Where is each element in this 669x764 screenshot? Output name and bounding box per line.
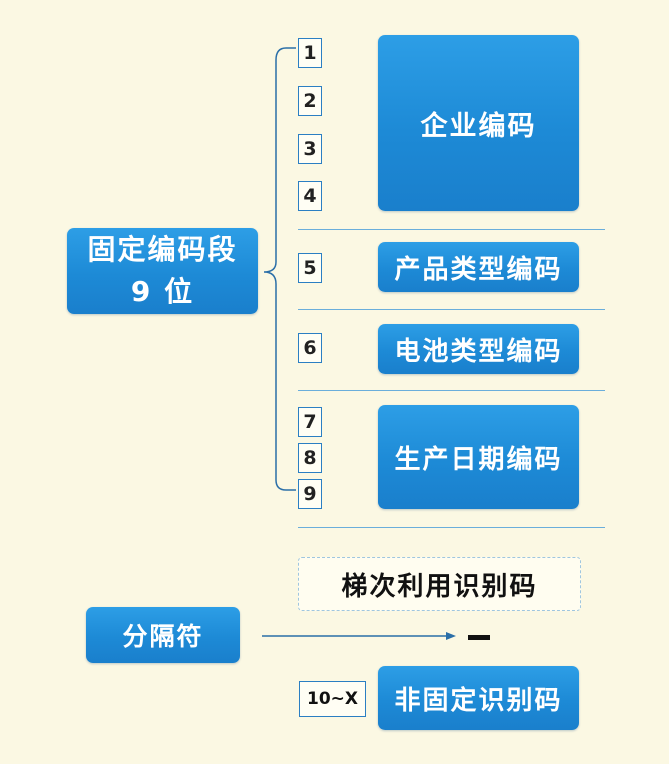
digit-5: 5 (298, 253, 322, 283)
dash-symbol (468, 635, 490, 640)
curly-brace (263, 47, 296, 491)
digit-9: 9 (298, 479, 322, 509)
non-fixed-range: 10~X (299, 681, 366, 717)
digit-2: 2 (298, 86, 322, 116)
enterprise-code-box: 企业编码 (378, 35, 579, 211)
non-fixed-code-box: 非固定识别码 (378, 666, 579, 730)
separator-arrowhead (446, 632, 456, 640)
digit-3: 3 (298, 134, 322, 164)
fixed-segment-box: 固定编码段 9 位 (67, 228, 258, 314)
divider-3 (298, 390, 605, 391)
product-type-code-box: 产品类型编码 (378, 242, 579, 292)
production-date-code-box: 生产日期编码 (378, 405, 579, 509)
divider-2 (298, 309, 605, 310)
battery-type-code-box: 电池类型编码 (378, 324, 579, 374)
fixed-segment-length: 9 位 (130, 275, 195, 308)
digit-7: 7 (298, 407, 322, 437)
divider-1 (298, 229, 605, 230)
fixed-segment-title: 固定编码段 (87, 233, 238, 266)
digit-8: 8 (298, 443, 322, 473)
cascade-code-label: 梯次利用识别码 (298, 557, 581, 611)
digit-6: 6 (298, 333, 322, 363)
divider-4 (298, 527, 605, 528)
separator-box: 分隔符 (86, 607, 240, 663)
digit-4: 4 (298, 181, 322, 211)
digit-1: 1 (298, 38, 322, 68)
